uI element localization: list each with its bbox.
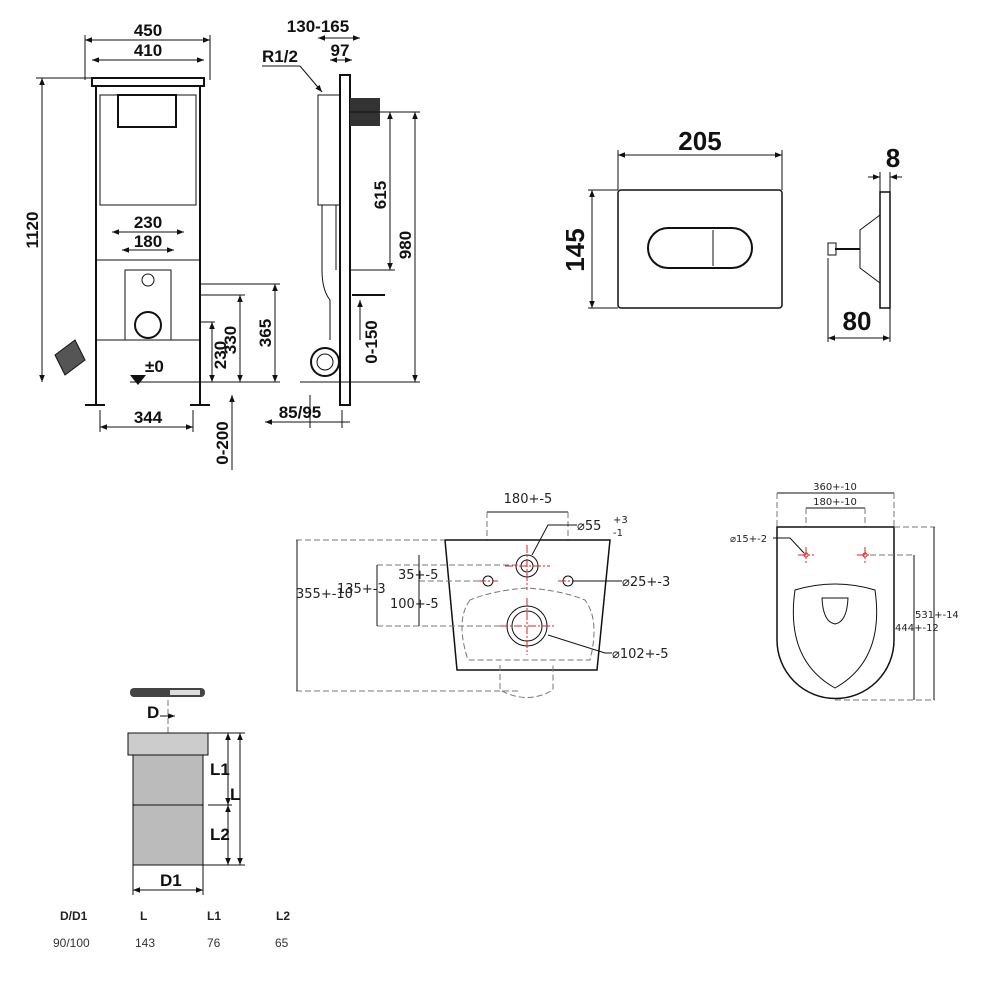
table-header: L1	[207, 909, 221, 923]
frame-side-view: 130-165 97 R1/2 615 980 0-150 85/95	[262, 17, 420, 428]
dim-365: 365	[256, 319, 275, 347]
seat-width: 360+-10	[813, 482, 857, 493]
side-depth-97: 97	[331, 41, 350, 60]
outlet-diameter: ⌀102+-5	[612, 647, 669, 662]
inlet-tol-plus: +3	[613, 515, 628, 526]
table-cell: 90/100	[53, 936, 90, 950]
frame-height: 1120	[23, 212, 42, 249]
seat-top-view: 360+-10 180+-10 ⌀15+-2 531+-14 444+-12	[730, 482, 959, 701]
inlet-diameter: ⌀55	[577, 519, 601, 534]
dim-135: 135+-3	[337, 582, 386, 597]
table-header: L2	[276, 909, 290, 923]
dim-615: 615	[371, 181, 390, 209]
frame-width-inner: 410	[134, 41, 162, 60]
table-cell: 76	[207, 936, 221, 950]
pipe-connector-view: D L1 L L2 D1	[127, 688, 245, 895]
frame-top-rail	[91, 77, 205, 87]
table-header: D/D1	[60, 909, 88, 923]
drain-adjust: 0-150	[362, 320, 381, 363]
plate-thickness: 8	[886, 143, 900, 173]
dim-180: 180	[134, 232, 162, 251]
seat-length: 531+-14	[915, 610, 959, 621]
plate-side	[879, 191, 891, 309]
plate-width: 205	[678, 126, 721, 156]
zero-level-label: ±0	[145, 357, 164, 376]
dim-330: 330	[221, 326, 240, 354]
leg-adjust: 0-200	[213, 421, 232, 464]
flush-plate-view: 205 145 8 80	[560, 126, 902, 342]
thread-label: R1/2	[262, 47, 298, 66]
side-depth: 130-165	[287, 17, 349, 36]
bowl-height: 355+-10	[296, 587, 353, 602]
dim-230: 230	[134, 213, 162, 232]
zero-level-marker	[130, 375, 146, 385]
dim-35: 35+-5	[398, 568, 438, 583]
label-l2: L2	[210, 825, 230, 844]
flush-buttons[interactable]	[647, 227, 753, 269]
inlet-tol-minus: -1	[613, 528, 623, 539]
frame-front-view: 450 410 1120 230 180 365 330 230 ±0	[23, 21, 280, 470]
pipe-spec-table: D/D1 L L1 L2 90/100 143 76 65	[53, 909, 290, 950]
label-l1: L1	[210, 760, 230, 779]
hole-diameter: ⌀15+-2	[730, 534, 767, 545]
table-header: L	[140, 909, 147, 923]
frame-width-outer: 450	[134, 21, 162, 40]
bottom-width: 344	[134, 408, 163, 427]
flush-plate	[617, 189, 783, 309]
label-d: D	[147, 703, 159, 722]
side-frame-post	[339, 74, 351, 406]
flush-valve	[117, 94, 177, 128]
drain-elbow	[54, 339, 86, 376]
table-cell: 65	[275, 936, 289, 950]
bolt-diameter: ⌀25+-3	[622, 575, 670, 590]
label-d1: D1	[160, 871, 182, 890]
plate-depth: 80	[843, 306, 872, 336]
cistern	[99, 94, 197, 206]
dim-230-height: 230	[211, 341, 230, 369]
pipe-offset: 85/95	[279, 403, 322, 422]
bolt-spacing: 180+-5	[504, 492, 553, 507]
hole-spacing: 180+-10	[813, 497, 857, 508]
label-l: L	[230, 785, 240, 804]
seat-outline	[776, 526, 895, 700]
bowl-back-view: 180+-5 355+-10 135+-3 35+-5 100+-5 ⌀55 +…	[296, 492, 670, 698]
pipe-body	[132, 754, 204, 866]
seat-length-inner: 444+-12	[895, 623, 939, 634]
dim-100: 100+-5	[390, 597, 439, 612]
dim-980: 980	[396, 231, 415, 259]
table-cell: 143	[135, 936, 155, 950]
plate-height: 145	[560, 228, 590, 271]
